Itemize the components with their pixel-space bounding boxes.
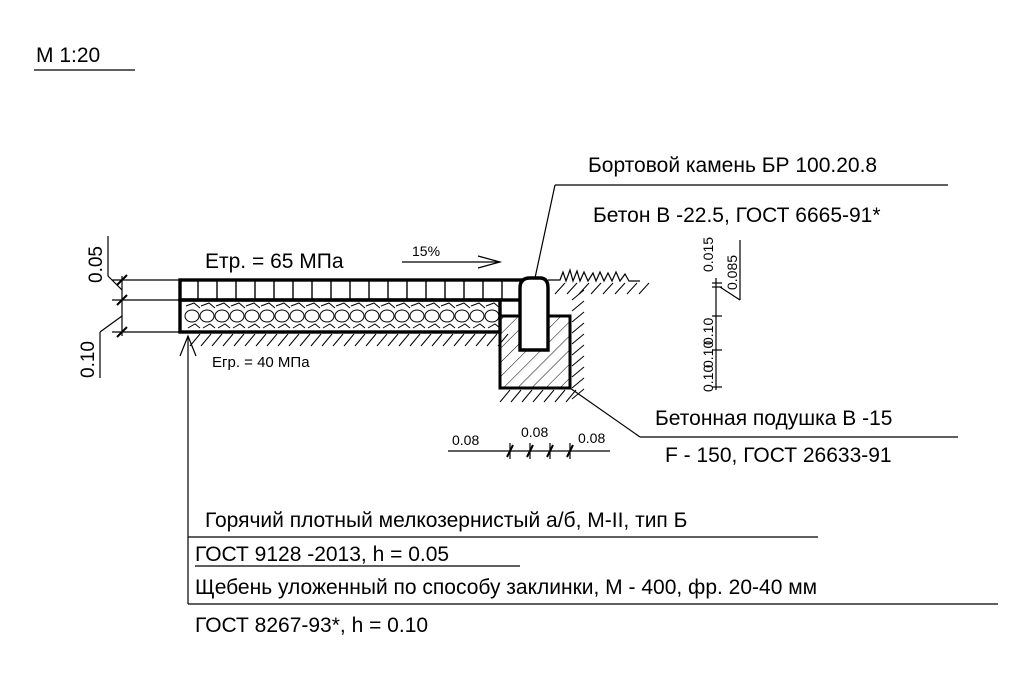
right-dim-010-a: 0.10 — [700, 318, 716, 345]
slope-arrowhead — [477, 255, 503, 269]
right-dim-010-c: 0.10 — [700, 365, 716, 392]
layer2-description: Щебень уложенный по способу заклинки, М … — [195, 576, 817, 599]
width-dim-2: 0.08 — [521, 424, 548, 440]
layer1-description: Горячий плотный мелкозернистый а/б, М-II… — [205, 509, 687, 532]
right-dimension-chain — [712, 240, 741, 390]
width-dim-3: 0.08 — [578, 430, 605, 446]
modulus-bottom-label: Егр. = 40 МПа — [212, 354, 310, 371]
layer1-gost: ГОСТ 9128 -2013, h = 0.05 — [195, 543, 449, 566]
ground-hatching-right — [499, 282, 650, 403]
width-dimension-chain — [448, 443, 610, 459]
right-dim-010-b: 0.10 — [700, 341, 716, 368]
curb-label-2: Бетон В -22.5, ГОСТ 6665-91* — [593, 204, 881, 227]
scale-label: М 1:20 — [36, 44, 100, 67]
right-dim-0085: 0.085 — [724, 255, 740, 290]
grass-line — [548, 268, 640, 283]
left-dim-010: 0.10 — [78, 341, 99, 378]
curb-leader-line — [534, 184, 556, 279]
curb-label-1: Бортовой камень БР 100.20.8 — [588, 154, 877, 177]
curb-stone — [518, 276, 550, 352]
layer2-gost: ГОСТ 8267-93*, h = 0.10 — [195, 614, 428, 637]
slope-label: 15% — [412, 243, 440, 259]
stone-texture — [184, 302, 501, 329]
crushed-stone-layer — [178, 298, 502, 334]
ground-hatching — [189, 333, 509, 347]
left-dimension-chain — [99, 236, 180, 378]
left-dim-005: 0.05 — [86, 246, 107, 283]
right-dim-0015: 0.015 — [700, 237, 716, 272]
asphalt-joints — [197, 280, 522, 300]
cushion-leader-line — [569, 387, 641, 438]
asphalt-layer — [178, 278, 527, 302]
modulus-top-label: Етр. = 65 МПа — [205, 250, 344, 273]
cushion-label-1: Бетонная подушка В -15 — [655, 407, 892, 430]
cushion-label-2: F - 150, ГОСТ 26633-91 — [665, 444, 892, 467]
width-dim-1: 0.08 — [452, 432, 479, 448]
